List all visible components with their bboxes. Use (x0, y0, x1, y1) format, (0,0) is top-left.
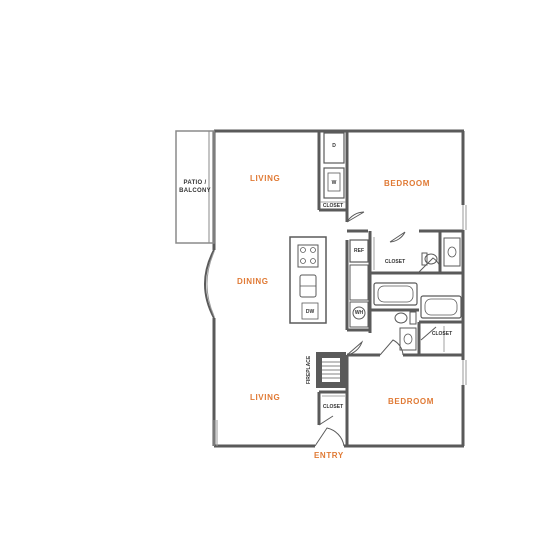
sink-bath-2 (443, 237, 461, 267)
door-closet1 (389, 231, 406, 243)
label-living-bottom: LIVING (250, 393, 281, 402)
sink-bath-1 (399, 327, 417, 351)
refrigerator (349, 239, 369, 263)
label-dw: DW (305, 309, 315, 315)
bay-window (204, 249, 215, 319)
label-wh: WH (354, 310, 364, 316)
patio-outline (175, 130, 215, 244)
dryer-box (323, 132, 345, 164)
bathtub-2 (420, 295, 462, 319)
door-closet2 (420, 326, 437, 341)
label-dryer: D (332, 143, 336, 149)
label-patio-line1: PATIO / (183, 180, 207, 186)
label-dining: DINING (237, 277, 269, 286)
toilet-2 (424, 253, 438, 265)
label-bedroom-bottom: BEDROOM (388, 397, 434, 406)
label-living-top: LIVING (250, 174, 281, 183)
label-closet-bed1: CLOSET (384, 259, 406, 265)
label-washer: W (331, 180, 337, 186)
door-entry (314, 427, 345, 447)
label-entry: ENTRY (314, 451, 344, 460)
bathtub-1 (373, 282, 418, 306)
dishwasher (301, 302, 319, 320)
label-patio-line2: BALCONY (179, 188, 211, 194)
kitchen-counter (289, 236, 327, 324)
label-closet-entry: CLOSET (322, 404, 344, 410)
label-closet-laundry: CLOSET (322, 203, 344, 209)
label-fireplace: FIREPLACE (306, 355, 312, 385)
door-bed1 (346, 211, 365, 223)
door-bath1 (379, 339, 404, 356)
door-bed2 (346, 340, 364, 356)
water-heater-box (349, 301, 369, 328)
door-entry-closet (318, 415, 334, 426)
washer-box (323, 167, 345, 199)
label-ref: REF (354, 248, 364, 254)
label-closet-bed2: CLOSET (431, 331, 453, 337)
toilet-1 (394, 312, 408, 324)
label-bedroom-top: BEDROOM (384, 179, 430, 188)
door-bath2 (418, 257, 442, 273)
cooktop (297, 244, 319, 268)
